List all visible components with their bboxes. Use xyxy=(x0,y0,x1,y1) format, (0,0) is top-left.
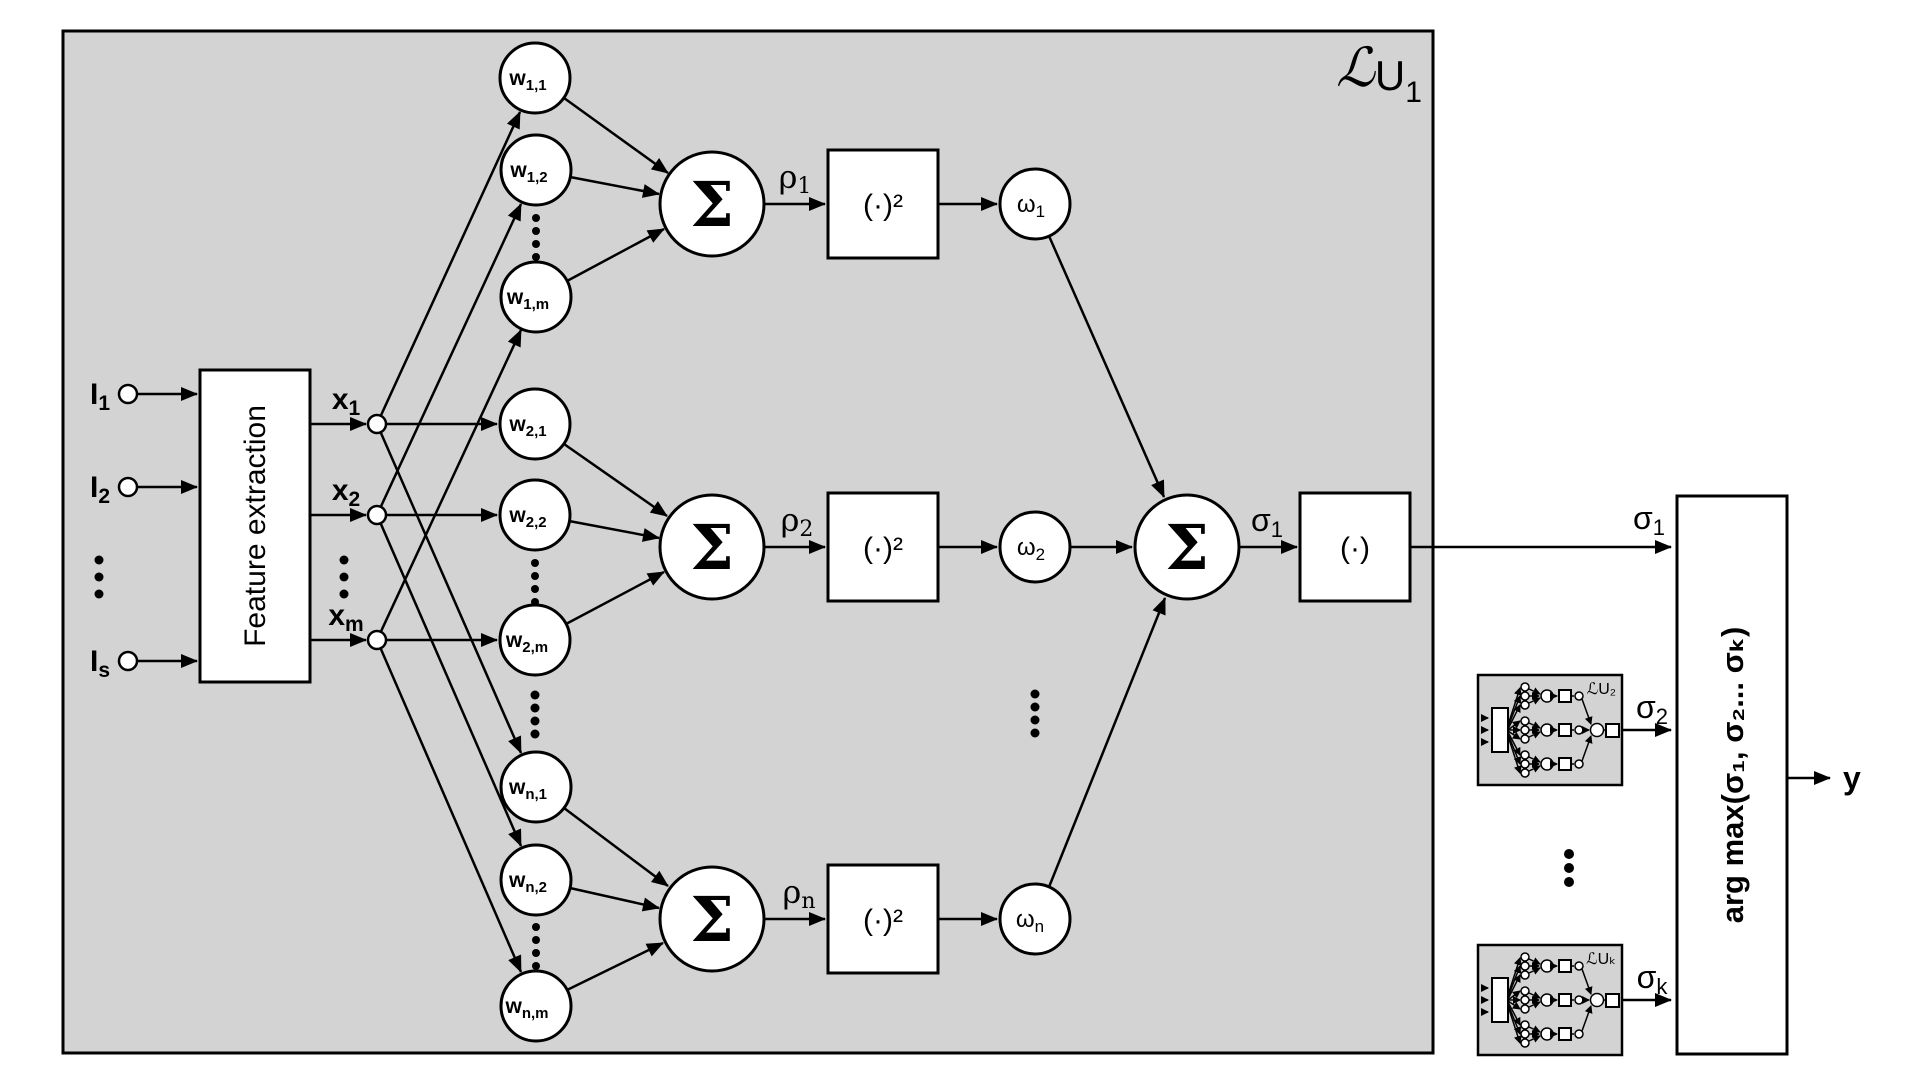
omega-label: ω1 xyxy=(1017,191,1045,221)
rho-label: ρn xyxy=(783,873,816,914)
sum-symbol: Σ xyxy=(690,511,734,584)
feature-extraction-box xyxy=(198,368,312,684)
feature-junction xyxy=(366,629,388,651)
weight-node xyxy=(498,478,572,552)
feature-label: xm xyxy=(328,599,363,636)
sigma2-label: σ2 xyxy=(1636,689,1668,729)
weight-node xyxy=(499,133,573,207)
subunit-2-title: ℒU₂ xyxy=(1587,681,1616,698)
activation-label: (·) xyxy=(1340,532,1370,565)
pattern-rows: Σ Σ Σ ρ1 ρ2 ρn (·)² (·)² (·)² ω1 ω2 ωn xyxy=(658,148,1167,975)
square-label: (·)² xyxy=(863,532,903,565)
weight-node xyxy=(499,969,573,1043)
weight-label: w1,m xyxy=(506,286,549,313)
weight-node xyxy=(498,41,572,115)
square-box xyxy=(826,148,940,260)
argmax-box xyxy=(1675,494,1789,1056)
rho-label: ρ1 xyxy=(779,158,812,199)
weight-node xyxy=(499,750,573,824)
argmax-label: arg max(σ₁, σ₂... σₖ) xyxy=(1715,627,1750,924)
weight-ellipsis xyxy=(531,559,539,606)
weight-sum-connections xyxy=(563,96,669,992)
weight-label: w2,2 xyxy=(508,504,546,531)
subunit-ellipsis xyxy=(1564,849,1574,887)
weight-label: w1,1 xyxy=(508,67,546,94)
feature-label: x1 xyxy=(332,383,361,420)
square-box xyxy=(826,863,940,975)
omega-label: ωn xyxy=(1016,906,1044,936)
unit1-title: ℒU1 xyxy=(1336,36,1422,109)
subunit-k-thumbnail: ℒUₖ xyxy=(1476,943,1624,1057)
weight-node xyxy=(498,387,572,461)
feature-label: x2 xyxy=(332,474,360,511)
weight-ellipsis xyxy=(532,923,540,970)
input-layer: I1 I2 Is xyxy=(90,378,198,682)
weight-label: wn,m xyxy=(504,995,548,1022)
weight-node xyxy=(499,843,573,917)
feature-layer: x1 x2 xm xyxy=(310,383,367,647)
input-label: I2 xyxy=(90,471,110,508)
input-terminal xyxy=(117,650,139,672)
omega-node xyxy=(998,510,1072,584)
square-label: (·)² xyxy=(863,904,903,937)
omega-node xyxy=(998,882,1072,956)
subunit-k-title: ℒUₖ xyxy=(1586,951,1616,968)
input-terminal xyxy=(117,383,139,405)
final-sum-symbol: Σ xyxy=(1165,511,1209,584)
subunit-2-thumbnail: ℒU₂ xyxy=(1476,673,1624,787)
weight-label: w2,1 xyxy=(508,413,546,440)
omega-node xyxy=(998,167,1072,241)
weight-label: w1,2 xyxy=(509,159,547,186)
weight-layer: w1,1 w1,2 w1,m w2,1 w2,2 w2,m wn,1 wn,2 … xyxy=(498,41,573,1043)
sigmak-label: σk xyxy=(1637,959,1669,999)
weight-label: w2,m xyxy=(505,629,548,656)
input-label: Is xyxy=(90,645,110,682)
weight-label: wn,2 xyxy=(508,869,547,896)
feature-junction xyxy=(366,504,388,526)
feature-extraction-label: Feature extraction xyxy=(239,405,272,647)
fanout-connections xyxy=(375,111,523,973)
omega-label: ω2 xyxy=(1017,534,1045,564)
sigma1-out-label: σ1 xyxy=(1633,500,1665,540)
activation-box xyxy=(1298,491,1412,603)
sum-symbol: Σ xyxy=(690,168,734,241)
weight-group-ellipsis xyxy=(530,690,540,739)
square-label: (·)² xyxy=(863,189,903,222)
feature-junction xyxy=(366,413,388,435)
mini-network xyxy=(1481,682,1620,778)
square-box xyxy=(826,491,940,603)
output-label: y xyxy=(1843,760,1861,796)
omega-ellipsis xyxy=(1030,689,1040,738)
weight-ellipsis xyxy=(532,214,540,261)
rho-label: ρ2 xyxy=(781,501,814,542)
input-terminal xyxy=(117,476,139,498)
weight-node xyxy=(499,260,573,334)
input-label: I1 xyxy=(90,378,110,415)
sum-symbol: Σ xyxy=(690,883,734,956)
sigma1-label: σ1 xyxy=(1251,502,1283,542)
input-ellipsis xyxy=(94,555,104,599)
feature-ellipsis xyxy=(339,555,349,599)
weight-label: wn,1 xyxy=(508,776,547,803)
mini-network xyxy=(1481,952,1620,1048)
